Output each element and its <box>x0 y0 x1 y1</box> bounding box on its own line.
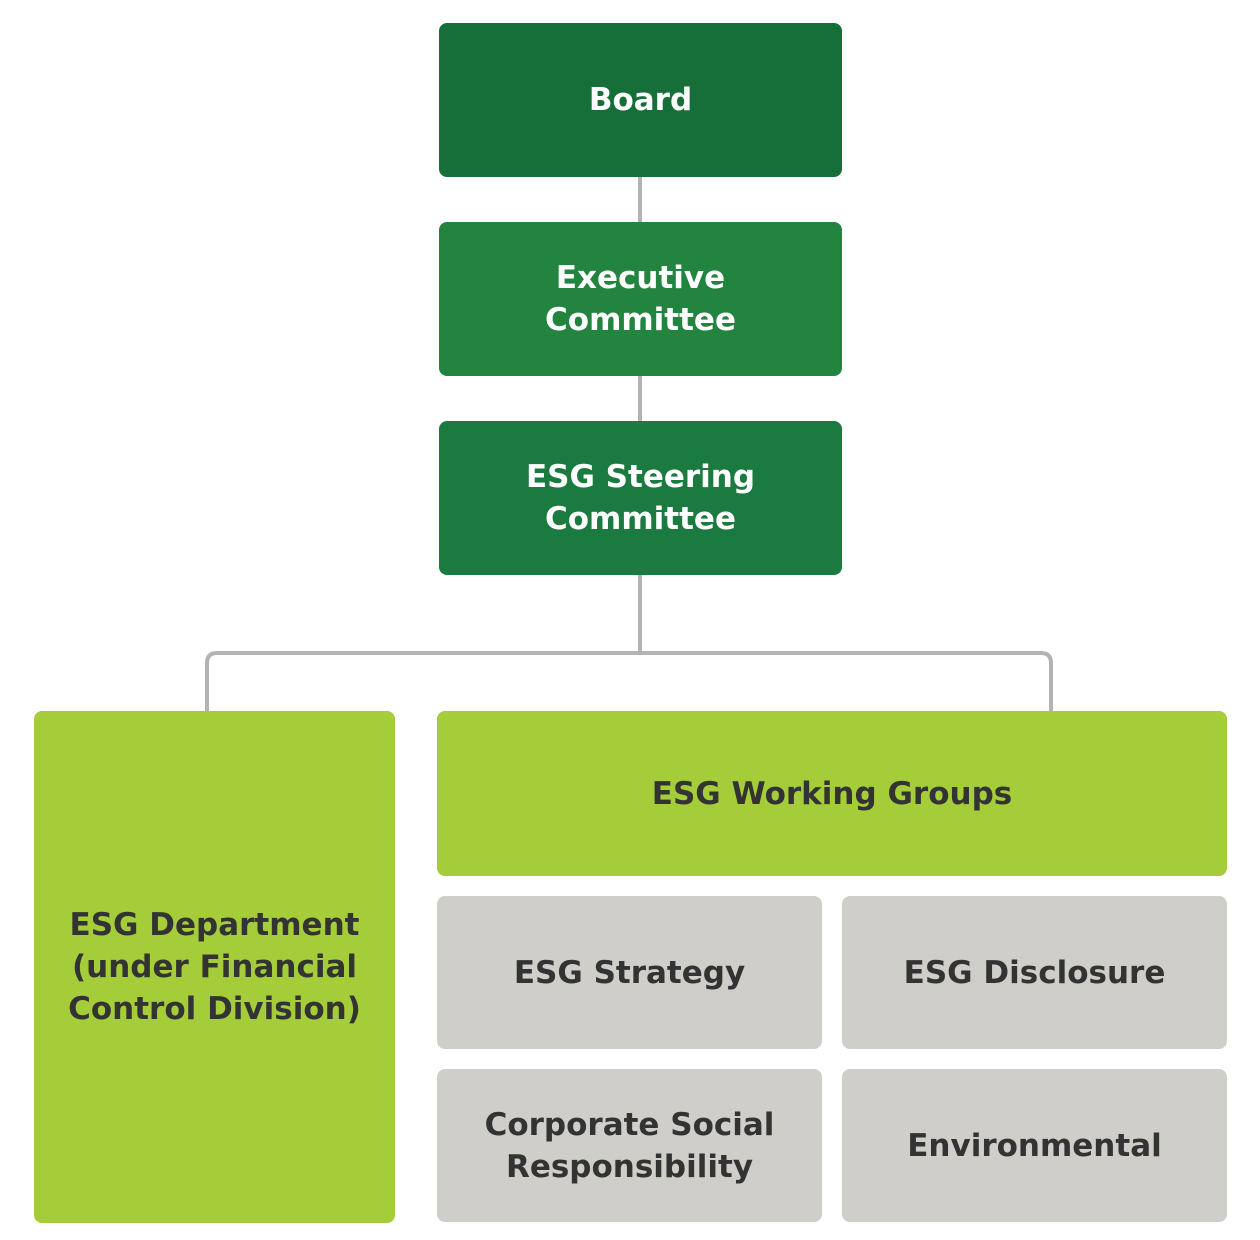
esg-department-label: ESG Department (under Financial Control … <box>68 907 361 1027</box>
esg-working-groups-node: ESG Working Groups <box>437 711 1227 876</box>
corporate-social-responsibility-label: Corporate Social Responsibility <box>484 1106 775 1185</box>
executive-committee-label: Executive Committee <box>545 260 736 338</box>
executive-committee-node: Executive Committee <box>439 222 842 376</box>
esg-working-groups-label: ESG Working Groups <box>651 775 1013 812</box>
corporate-social-responsibility-node: Corporate Social Responsibility <box>437 1069 822 1222</box>
environmental-node: Environmental <box>842 1069 1227 1222</box>
esg-strategy-node: ESG Strategy <box>437 896 822 1049</box>
environmental-label: Environmental <box>907 1127 1162 1164</box>
esg-disclosure-node: ESG Disclosure <box>842 896 1227 1049</box>
esg-department-node: ESG Department (under Financial Control … <box>34 711 395 1223</box>
esg-steering-committee-label: ESG Steering Committee <box>525 459 756 537</box>
board-label: Board <box>588 82 693 118</box>
board-node: Board <box>439 23 842 177</box>
esg-strategy-label: ESG Strategy <box>513 954 746 991</box>
esg-steering-committee-node: ESG Steering Committee <box>439 421 842 575</box>
connector-steering-branches <box>205 575 1053 711</box>
esg-disclosure-label: ESG Disclosure <box>903 954 1166 991</box>
